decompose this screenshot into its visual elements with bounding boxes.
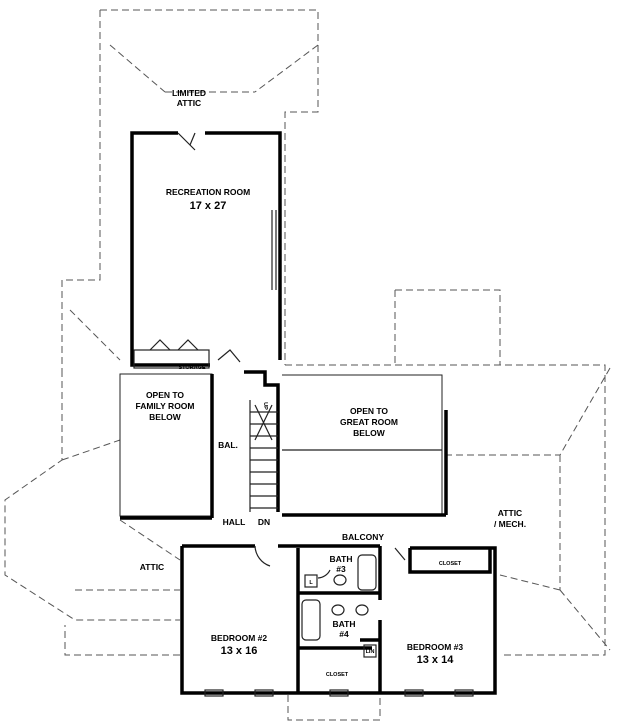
storage-label: STORAGE [178, 365, 205, 371]
bedroom3-label: BEDROOM #3 [407, 642, 463, 652]
limited-attic-label-2: ATTIC [177, 98, 201, 108]
bedroom-walls [180, 544, 497, 697]
attic-mech-label-1: ATTIC [498, 508, 522, 518]
open-family-room-area [119, 349, 241, 520]
stair-down-label: DN [258, 517, 270, 527]
open-family-label-3: BELOW [149, 412, 182, 422]
linen-label: L [309, 580, 313, 586]
lin-label: LIN [366, 649, 375, 655]
bath4-label-2: #4 [339, 629, 349, 639]
room-labels: LIMITED ATTIC RECREATION ROOM 17 x 27 ST… [135, 88, 526, 678]
balcony-label: BALCONY [342, 532, 384, 542]
open-great-label-3: BELOW [353, 428, 386, 438]
open-great-label-2: GREAT ROOM [340, 417, 398, 427]
recreation-room-walls [130, 131, 282, 369]
bath3-label-2: #3 [336, 564, 346, 574]
open-family-label-2: FAMILY ROOM [135, 401, 194, 411]
attic-label: ATTIC [140, 562, 164, 572]
open-great-label-1: OPEN TO [350, 406, 388, 416]
roof-outline [4, 9, 611, 721]
closet-right-label: CLOSET [439, 561, 462, 567]
bedroom3-size: 13 x 14 [417, 654, 455, 666]
stair [244, 370, 280, 512]
bedroom2-size: 13 x 16 [221, 645, 258, 657]
bath3-label-1: BATH [330, 554, 353, 564]
recreation-room-label: RECREATION ROOM [166, 187, 250, 197]
recreation-room-size: 17 x 27 [190, 200, 227, 212]
attic-mech-label-2: / MECH. [494, 519, 526, 529]
bedroom2-label: BEDROOM #2 [211, 633, 267, 643]
hall-label: HALL [223, 517, 246, 527]
open-family-label-1: OPEN TO [146, 390, 184, 400]
open-great-room-area [282, 374, 448, 517]
stair-up-label: UP [262, 402, 268, 410]
closet-bottom-label: CLOSET [326, 672, 349, 678]
balcony-left-label: BAL. [218, 440, 238, 450]
bath4-label-1: BATH [333, 619, 356, 629]
limited-attic-label-1: LIMITED [172, 88, 206, 98]
